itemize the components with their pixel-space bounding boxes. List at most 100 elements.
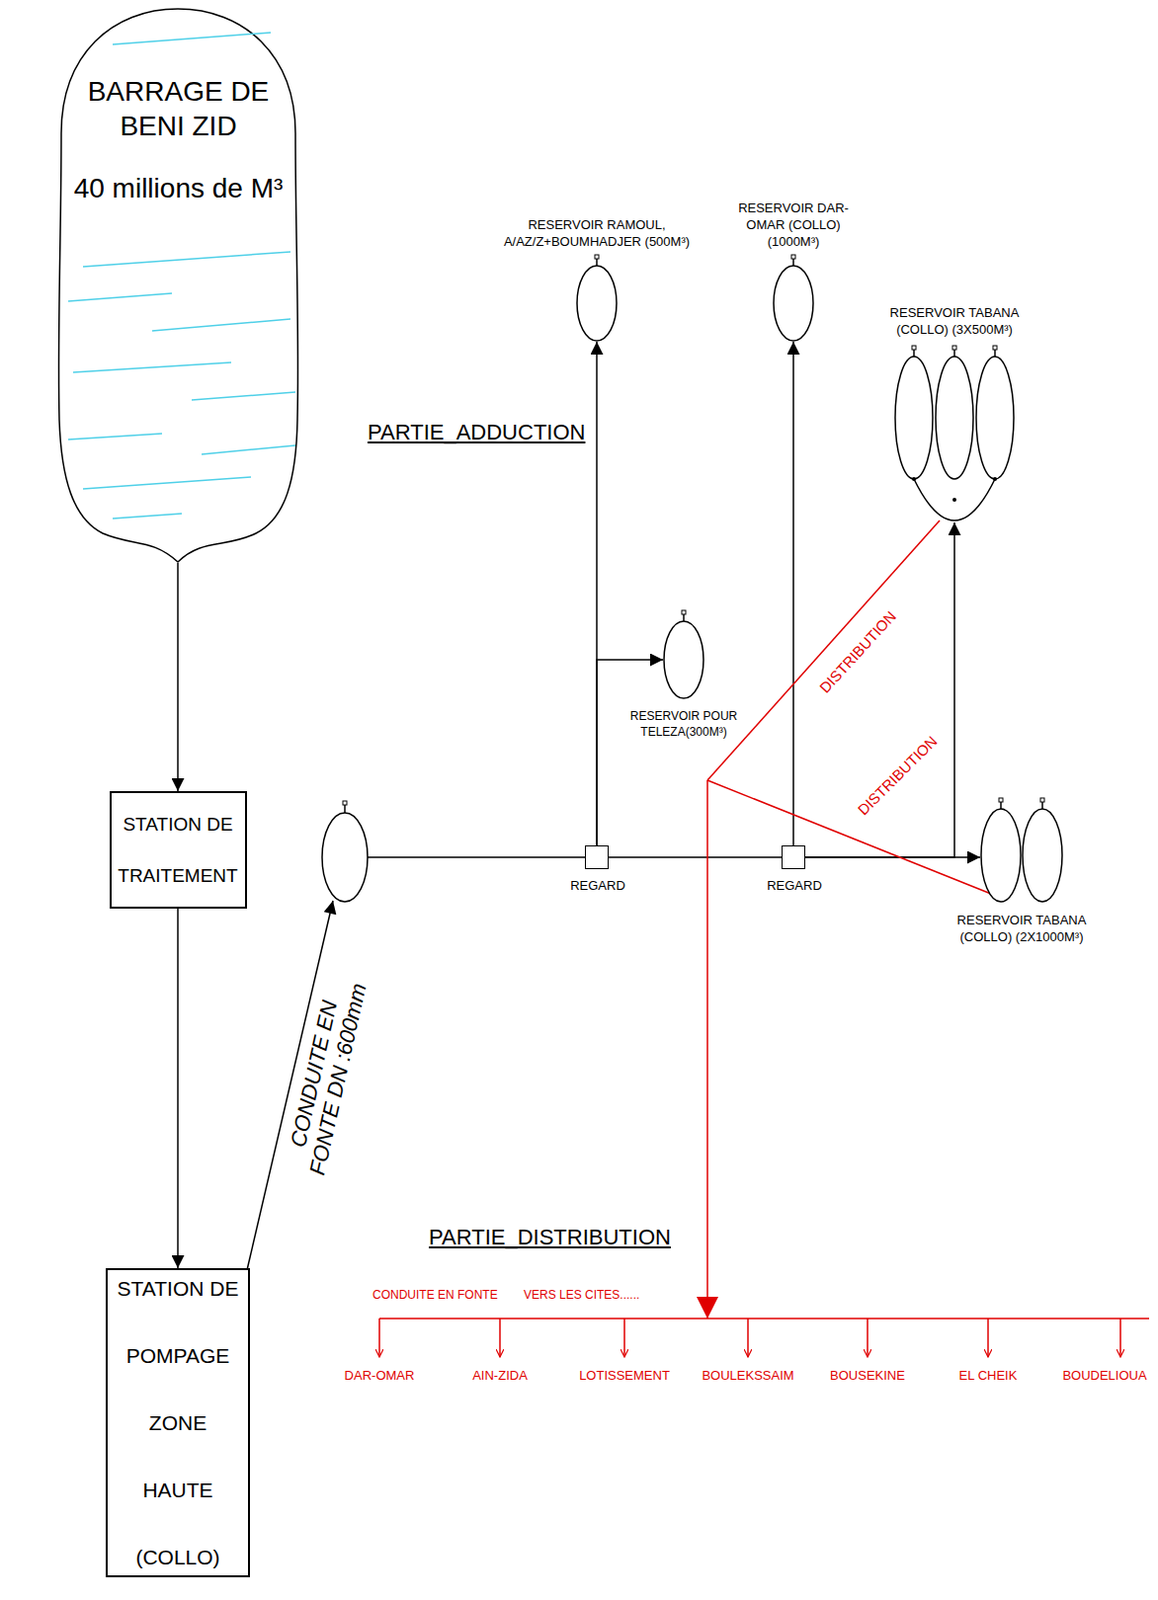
tank-group: RESERVOIR TABANA (COLLO) (2X1000M³) — [980, 808, 1064, 904]
city-branch — [866, 1319, 869, 1358]
section-title: PARTIE_ADDUCTION — [367, 419, 585, 446]
reservoir-vent — [595, 258, 598, 266]
water-hatch — [191, 392, 296, 401]
reservoir-vent — [1040, 798, 1045, 803]
reservoir-vent — [952, 345, 957, 350]
reservoir-circle — [981, 809, 1021, 903]
city-branch — [498, 1319, 501, 1358]
city-branch — [378, 1319, 381, 1358]
tank-manifold — [913, 479, 995, 521]
pipe-connector — [792, 341, 795, 846]
reservoir-vent — [1041, 802, 1044, 810]
water-hatch — [152, 319, 291, 331]
chamber-label: REGARD — [558, 878, 638, 896]
reservoir-circle — [895, 356, 933, 480]
reservoir-vent — [343, 805, 346, 814]
pipe-connector — [596, 660, 663, 846]
tank-label: RESERVOIR POUR TELEZA(300M³) — [624, 709, 744, 741]
inspection-chamber: REGARD — [584, 845, 609, 870]
section-title: PARTIE_DISTRIBUTION — [428, 1225, 671, 1251]
pipe-connector — [176, 909, 179, 1269]
water-hatch — [68, 433, 163, 440]
distribution-line — [707, 520, 940, 781]
pipe-label: CONDUITE EN FONTE DN :600mm — [278, 968, 374, 1187]
tank-outline — [662, 620, 705, 700]
city-branch — [1119, 1319, 1122, 1358]
tank-outline — [980, 808, 1064, 904]
reservoir-vent — [594, 254, 599, 259]
dam-outline — [58, 8, 298, 563]
water-hatch — [68, 293, 172, 302]
reservoir-vent — [911, 345, 916, 350]
reservoir-vent — [681, 610, 686, 615]
reservoir-circle — [322, 801, 368, 903]
water-tank: RESERVOIR POUR TELEZA(300M³) — [662, 620, 705, 700]
tank-outline — [894, 352, 1015, 523]
water-hatch — [112, 32, 271, 45]
process-box: STATION DE TRAITEMENT — [109, 791, 248, 910]
pipe-label: CONDUITE EN FONTE — [372, 1288, 498, 1303]
reservoir-circle — [322, 813, 368, 903]
pipe-label: DISTRIBUTION — [816, 607, 900, 697]
tank-label: RESERVOIR DAR-OMAR (COLLO) (1000M³) — [724, 200, 863, 251]
tank-outline — [576, 264, 618, 342]
pipe-label: DISTRIBUTION — [854, 733, 941, 820]
water-hatch — [201, 445, 296, 455]
distribution-line — [706, 780, 709, 1320]
main-pipe — [367, 856, 585, 859]
tank-label: RESERVOIR TABANA (COLLO) (2X1000M³) — [947, 912, 1096, 947]
water-hatch — [112, 513, 182, 519]
pipe-connector — [176, 563, 179, 792]
tank-group: RESERVOIR TABANA (COLLO) (3X500M³) — [894, 352, 1015, 523]
pipe-connector — [805, 522, 955, 858]
tank-outline — [772, 264, 815, 342]
box-label: STATION DE TRAITEMENT — [115, 799, 242, 903]
city-branch — [987, 1319, 990, 1358]
reservoir-vent — [992, 345, 997, 350]
reservoir-circle — [935, 356, 974, 480]
city-name: BOUSEKINE — [829, 1368, 906, 1384]
dam-reservoir: BARRAGE DE BENI ZID 40 millions de M³ — [53, 4, 304, 564]
pipe-connector — [805, 856, 981, 859]
water-hatch — [82, 477, 251, 490]
pipe-label: VERS LES CITES...... — [523, 1288, 640, 1303]
city-branch — [623, 1319, 626, 1358]
water-tank: RESERVOIR RAMOUL, A/AZ/Z+BOUMHADJER (500… — [576, 264, 618, 342]
manifold-joint — [952, 497, 957, 502]
chamber-label: REGARD — [754, 878, 834, 896]
reservoir-circle — [773, 265, 814, 341]
reservoir-vent — [342, 801, 347, 806]
city-name: BOULEKSSAIM — [701, 1368, 794, 1384]
reservoir-vent — [912, 349, 915, 357]
reservoir-vent — [998, 798, 1003, 803]
reservoir-vent — [791, 254, 796, 259]
city-name: BOUDELIOUA — [1062, 1368, 1147, 1384]
city-name: AIN-ZIDA — [472, 1368, 528, 1384]
reservoir-circle — [663, 621, 704, 699]
city-branch — [746, 1319, 749, 1358]
process-box: STATION DE POMPAGE ZONE HAUTE (COLLO) — [105, 1268, 250, 1578]
distribution-line — [707, 780, 992, 895]
manifold-joint — [911, 477, 916, 482]
manifold-joint — [992, 477, 997, 482]
reservoir-vent — [792, 258, 795, 266]
pipe-connector — [608, 856, 782, 859]
tank-label: RESERVOIR TABANA (COLLO) (3X500M³) — [885, 305, 1024, 339]
inspection-chamber: REGARD — [781, 845, 806, 870]
tank-label: RESERVOIR RAMOUL, A/AZ/Z+BOUMHADJER (500… — [493, 217, 701, 251]
dam-name: BARRAGE DE BENI ZID — [63, 74, 294, 144]
distribution-lines — [379, 520, 1150, 1358]
reservoir-circle — [577, 265, 617, 341]
city-name: EL CHEIK — [959, 1368, 1018, 1384]
water-hatch — [82, 251, 291, 267]
reservoir-vent — [999, 802, 1002, 810]
reservoir-vent — [953, 349, 956, 357]
reservoir-circle — [976, 356, 1014, 480]
reservoir-circle — [1022, 809, 1063, 903]
city-name: DAR-OMAR — [344, 1368, 415, 1384]
city-name: LOTISSEMENT — [579, 1368, 670, 1384]
dam-capacity: 40 millions de M³ — [63, 170, 294, 206]
distribution-main — [379, 1318, 1150, 1321]
reservoir-vent — [993, 349, 996, 357]
